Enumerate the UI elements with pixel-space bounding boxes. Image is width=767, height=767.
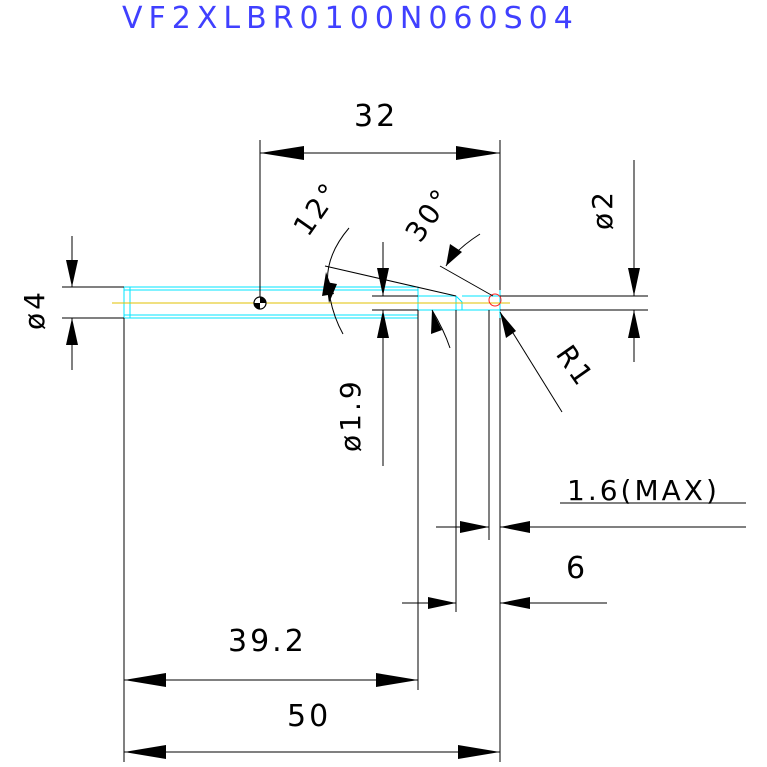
neck-outline bbox=[418, 295, 463, 311]
dim-6-label: 6 bbox=[566, 551, 588, 586]
arrow-4-top bbox=[66, 260, 78, 287]
arrow-30-bottom bbox=[431, 310, 442, 334]
angle-12-label: 12° bbox=[287, 175, 348, 242]
center-mark-symbol bbox=[253, 296, 267, 310]
arrow-32-left bbox=[260, 146, 304, 160]
angle-30-arc-lower bbox=[431, 309, 451, 349]
arrow-2-bottom bbox=[628, 310, 640, 338]
angle-30-label: 30° bbox=[399, 181, 460, 248]
arrow-1-9-bottom bbox=[377, 310, 389, 338]
dim-1-9-label: ø1.9 bbox=[334, 378, 367, 452]
arrow-2-top bbox=[628, 268, 640, 296]
dim-4-label: ø4 bbox=[18, 289, 51, 330]
arrow-12-bottom bbox=[326, 282, 337, 303]
arrow-4-bottom bbox=[66, 318, 78, 345]
drawing-title: VF2XLBR0100N060S04 bbox=[122, 1, 579, 36]
arrow-1-6-left bbox=[460, 521, 489, 533]
arrow-50-right bbox=[458, 745, 500, 759]
ball-radius-mark bbox=[488, 293, 502, 307]
arrow-39-2-right bbox=[376, 673, 418, 687]
angle-12-leader bbox=[324, 265, 457, 297]
dim-32-label: 32 bbox=[354, 99, 398, 134]
radius-1-label: R1 bbox=[549, 339, 601, 393]
dim-1-6-max-label: 1.6(MAX) bbox=[567, 474, 720, 507]
arrow-1-9-top bbox=[377, 268, 389, 296]
arrow-30-top bbox=[446, 244, 462, 266]
angle-30-leader bbox=[439, 265, 494, 297]
arrow-r1 bbox=[500, 312, 516, 338]
arrow-1-6-right bbox=[500, 521, 530, 533]
arrow-6-right bbox=[500, 597, 530, 609]
arrow-50-left bbox=[124, 745, 166, 759]
arrow-32-right bbox=[456, 146, 500, 160]
dim-2-label: ø2 bbox=[586, 189, 619, 230]
dim-50-label: 50 bbox=[287, 699, 331, 734]
arrow-6-left bbox=[428, 597, 456, 609]
arrow-39-2-left bbox=[124, 673, 166, 687]
dim-39-2-label: 39.2 bbox=[228, 624, 307, 659]
